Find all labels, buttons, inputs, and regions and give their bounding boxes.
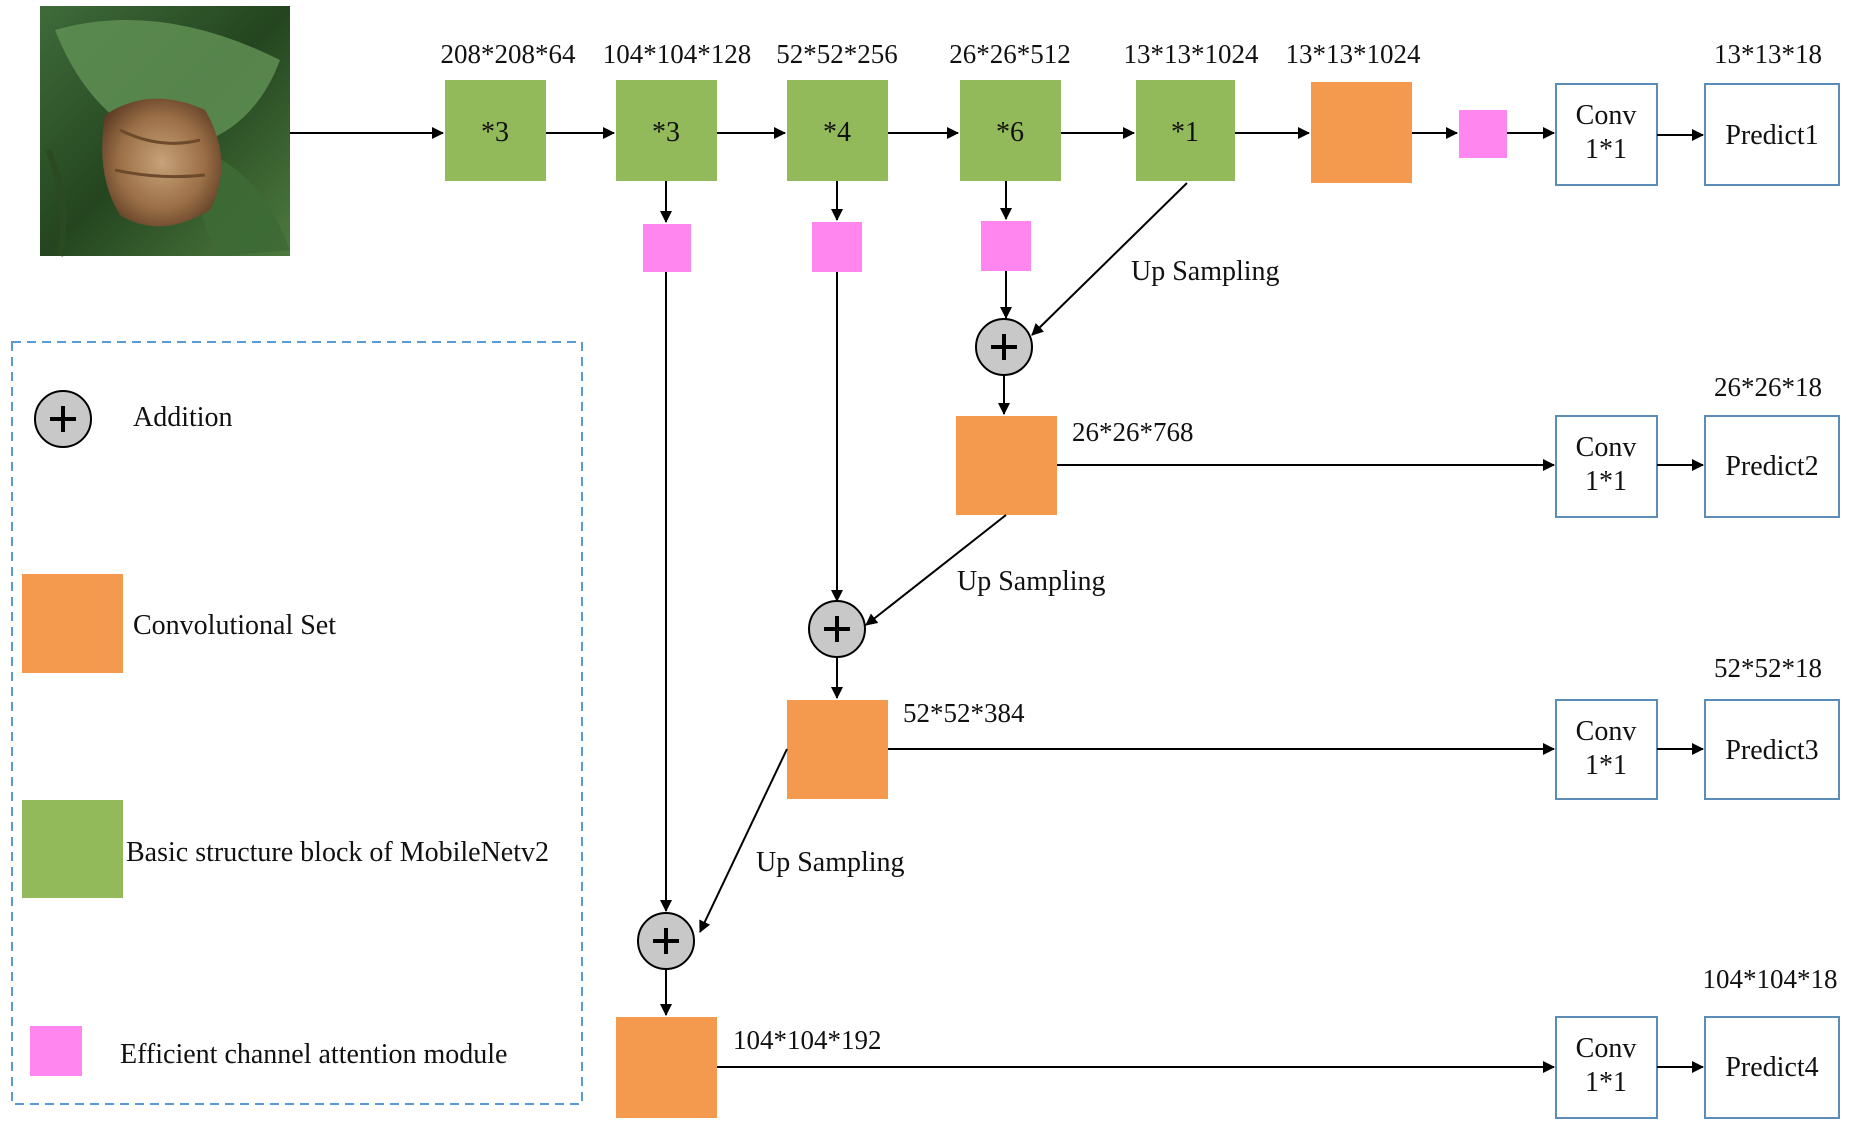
predict-box-3: [1704, 699, 1840, 800]
predict-box-1: [1704, 83, 1840, 186]
conv-set-26: [956, 416, 1057, 515]
legend-conv-set-swatch: [22, 574, 123, 673]
conv1x1-label-4b: 1*1: [1585, 1067, 1627, 1098]
backbone-block-3: *4: [787, 80, 888, 181]
top-conv-set: [1311, 82, 1412, 183]
conv1x1-label-3b: 1*1: [1585, 750, 1627, 781]
backbone-block-4: *6: [960, 80, 1061, 181]
conv-set-52: [787, 700, 888, 799]
backbone-block-5: *1: [1136, 80, 1235, 181]
conv1x1-label-2a: Conv: [1576, 432, 1637, 463]
predict-box-4: [1704, 1016, 1840, 1119]
top-eca-module: [1459, 110, 1507, 158]
top-conv-set-dim: 13*13*1024: [1286, 39, 1422, 69]
up-sampling-label-2: Up Sampling: [957, 566, 1106, 597]
backbone-dim-5: 13*13*1024: [1124, 39, 1260, 69]
conv1x1-box-2: [1555, 415, 1658, 518]
conv1x1-label-1a: Conv: [1576, 100, 1637, 131]
backbone-repeat-5: *1: [1171, 117, 1199, 148]
head-4: Conv 1*1 Predict4: [1555, 1016, 1840, 1119]
conv1x1-box-1: [1555, 83, 1658, 186]
backbone-dim-3: 52*52*256: [776, 39, 898, 69]
backbone-dim-1: 208*208*64: [441, 39, 577, 69]
up-sampling-label-1: Up Sampling: [1131, 256, 1280, 287]
conv1x1-box-3: [1555, 699, 1658, 800]
head-1: Conv 1*1 Predict1: [1555, 83, 1840, 186]
adder-2: [808, 600, 866, 658]
predict-label-3: Predict3: [1725, 735, 1818, 766]
head-3-out-dim: 52*52*18: [1714, 653, 1822, 683]
fused-dim-52: 52*52*384: [903, 698, 1025, 728]
head-2-out-dim: 26*26*18: [1714, 372, 1822, 402]
conv-set-104: [616, 1017, 717, 1118]
predict-box-2: [1704, 415, 1840, 518]
backbone-repeat-4: *6: [996, 117, 1024, 148]
head-2: Conv 1*1 Predict2: [1555, 415, 1840, 518]
fused-dim-26: 26*26*768: [1072, 417, 1194, 447]
eca-module-b3: [812, 222, 862, 272]
legend-basic-block-swatch: [22, 800, 123, 898]
head-1-out-dim: 13*13*18: [1714, 39, 1822, 69]
conv1x1-label-3a: Conv: [1576, 716, 1637, 747]
legend-basic-block-label: Basic structure block of MobileNetv2: [126, 837, 549, 868]
legend-addition-icon: [34, 390, 92, 448]
legend-conv-set-label: Convolutional Set: [133, 610, 336, 641]
head-4-out-dim: 104*104*18: [1703, 964, 1838, 994]
up-sampling-label-3: Up Sampling: [756, 847, 905, 878]
predict-label-4: Predict4: [1725, 1052, 1818, 1083]
eca-module-b4: [981, 221, 1031, 271]
input-leaf-image: [40, 6, 290, 257]
adder-3: [637, 912, 695, 970]
conv1x1-label-1b: 1*1: [1585, 134, 1627, 165]
backbone-block-1: *3: [445, 80, 546, 181]
backbone-dim-4: 26*26*512: [949, 39, 1071, 69]
predict-label-2: Predict2: [1725, 451, 1818, 482]
legend-border: [11, 341, 583, 1105]
fused-dim-104: 104*104*192: [733, 1025, 882, 1055]
legend-addition-label: Addition: [133, 402, 233, 433]
backbone-repeat-3: *4: [823, 117, 851, 148]
legend: Addition Convolutional Set Basic structu…: [11, 341, 583, 1105]
legend-eca-label: Efficient channel attention module: [120, 1039, 507, 1070]
conv1x1-label-4a: Conv: [1576, 1033, 1637, 1064]
eca-module-b2: [643, 224, 691, 272]
predict-label-1: Predict1: [1725, 120, 1818, 151]
backbone-block-2: *3: [616, 80, 717, 181]
legend-eca-swatch: [30, 1026, 82, 1076]
head-3: Conv 1*1 Predict3: [1555, 699, 1840, 800]
adder-1: [975, 318, 1033, 376]
conv1x1-label-2b: 1*1: [1585, 466, 1627, 497]
backbone-dim-2: 104*104*128: [603, 39, 752, 69]
backbone-repeat-2: *3: [652, 117, 680, 148]
backbone-repeat-1: *3: [481, 117, 509, 148]
